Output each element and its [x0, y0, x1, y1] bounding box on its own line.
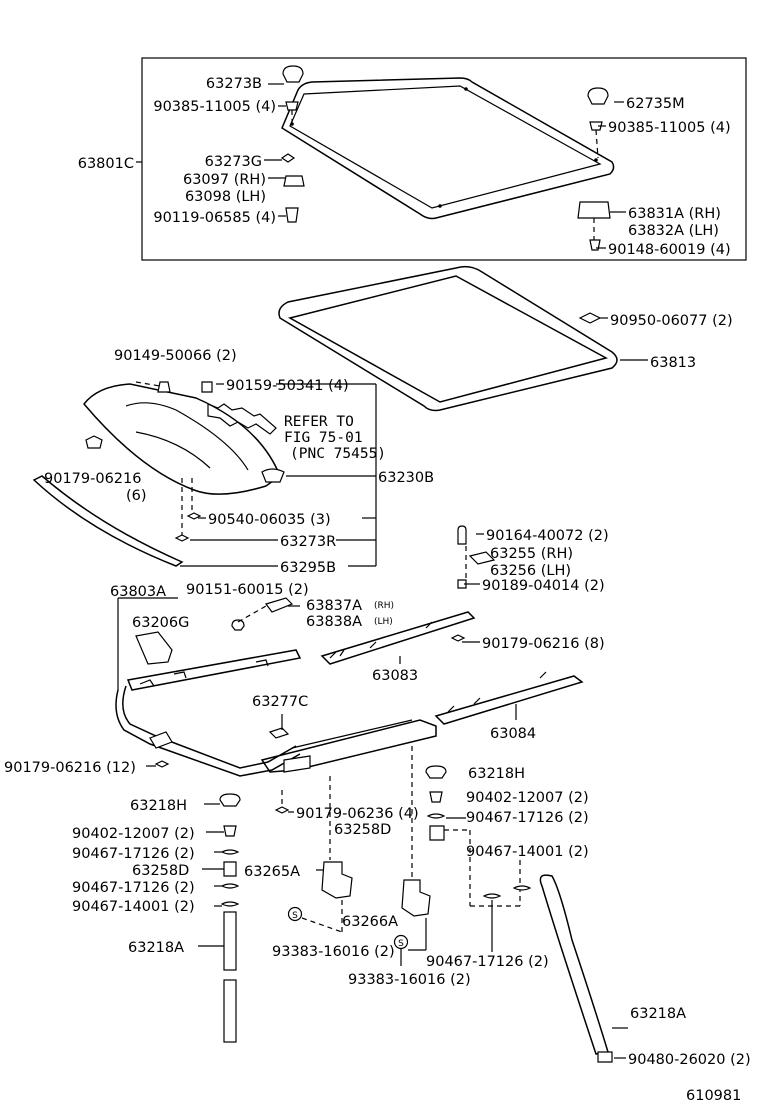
label-63265a: 63265A	[244, 864, 300, 880]
label-63218h-left: 63218H	[130, 798, 187, 814]
label-90467-14001-right: 90467-14001 (2)	[466, 844, 589, 860]
label-63295b: 63295B	[280, 560, 336, 576]
label-63273r: 63273R	[280, 534, 336, 550]
glass-leaders	[136, 83, 626, 249]
label-90179-06236: 90179-06236 (4)	[296, 806, 419, 822]
svg-text:S: S	[292, 911, 298, 921]
label-63838a-lh: (LH)	[374, 617, 393, 627]
diagram-code: 610981	[686, 1088, 741, 1104]
weatherstrip-seal	[278, 265, 648, 412]
left-drain-hose-stack	[198, 793, 241, 1043]
deflector-strip	[32, 475, 184, 567]
label-63084: 63084	[490, 726, 536, 742]
label-63277c: 63277C	[252, 694, 308, 710]
deflector-panel	[83, 381, 285, 495]
label-93383-16016-a: 93383-16016 (2)	[272, 944, 395, 960]
label-63266a: 63266A	[342, 914, 398, 930]
frame-leaders	[118, 533, 517, 813]
reference-note-line-2: FIG 75-01	[284, 430, 363, 446]
label-90402-12007-left: 90402-12007 (2)	[72, 826, 195, 842]
reference-note-line-3: (PNC 75455)	[290, 446, 386, 462]
label-90119-06585: 90119-06585 (4)	[153, 210, 276, 226]
label-90540-06035: 90540-06035 (3)	[208, 512, 331, 528]
label-63801c: 63801C	[78, 156, 134, 172]
label-90164-40072: 90164-40072 (2)	[486, 528, 609, 544]
label-90149-50066: 90149-50066 (2)	[114, 348, 237, 364]
label-90385-11005-right: 90385-11005 (4)	[608, 120, 731, 136]
label-63831a-rh: 63831A (RH)	[628, 206, 721, 222]
label-93383-16016-b: 93383-16016 (2)	[348, 972, 471, 988]
label-qty-6: (6)	[126, 488, 147, 504]
part-labels: 63273B 90385-11005 (4) 62735M 90385-1100…	[4, 76, 751, 1104]
label-90179-06216-12: 90179-06216 (12)	[4, 760, 136, 776]
label-63813: 63813	[650, 355, 696, 371]
label-90467-17126-left-b: 90467-17126 (2)	[72, 880, 195, 896]
label-63258d-right: 63258D	[334, 822, 391, 838]
label-63256-lh: 63256 (LH)	[490, 563, 571, 579]
label-63258d-left: 63258D	[132, 863, 189, 879]
right-drain-hose-stack	[425, 765, 628, 1063]
label-63837a-rh: (RH)	[374, 601, 394, 611]
label-63255-rh: 63255 (RH)	[490, 546, 573, 562]
center-brackets: S S	[281, 746, 431, 966]
label-63230b: 63230B	[378, 470, 434, 486]
label-90179-06216-8: 90179-06216 (8)	[482, 636, 605, 652]
label-63083: 63083	[372, 668, 418, 684]
label-90189-04014: 90189-04014 (2)	[482, 578, 605, 594]
label-63206g: 63206G	[132, 615, 189, 631]
deflector-leaders	[135, 381, 377, 567]
sunroof-glass-panel	[281, 77, 615, 220]
label-63273g: 63273G	[205, 154, 262, 170]
label-90148-60019: 90148-60019 (4)	[608, 242, 731, 258]
label-90467-17126-right-top: 90467-17126 (2)	[466, 810, 589, 826]
label-90950-06077: 90950-06077 (2)	[610, 313, 733, 329]
reference-note-line-1: REFER TO	[284, 414, 354, 430]
label-90467-17126-left-a: 90467-17126 (2)	[72, 846, 195, 862]
label-62735m: 62735M	[626, 96, 685, 112]
label-90467-14001-left: 90467-14001 (2)	[72, 899, 195, 915]
glass-assembly-frame	[141, 57, 747, 261]
label-63097-rh: 63097 (RH)	[183, 172, 266, 188]
label-90179-06216: 90179-06216	[44, 471, 142, 487]
label-63803a: 63803A	[110, 584, 166, 600]
label-63218a-right: 63218A	[630, 1006, 686, 1022]
label-63273b: 63273B	[206, 76, 262, 92]
label-90467-17126-bottom: 90467-17126 (2)	[426, 954, 549, 970]
svg-text:S: S	[398, 939, 404, 949]
label-63218a-left: 63218A	[128, 940, 184, 956]
label-90480-26020: 90480-26020 (2)	[628, 1052, 751, 1068]
label-63218h-right: 63218H	[468, 766, 525, 782]
label-63098-lh: 63098 (LH)	[185, 189, 266, 205]
sunroof-frame-and-rails	[115, 525, 584, 814]
label-90385-11005-left: 90385-11005 (4)	[153, 99, 276, 115]
glass-clips	[280, 65, 611, 251]
label-63838a: 63838A	[306, 614, 362, 630]
label-90159-50341: 90159-50341 (4)	[226, 378, 349, 394]
label-63837a: 63837A	[306, 598, 362, 614]
label-90151-60015: 90151-60015 (2)	[186, 582, 309, 598]
label-90402-12007-right: 90402-12007 (2)	[466, 790, 589, 806]
label-63832a-lh: 63832A (LH)	[628, 223, 719, 239]
